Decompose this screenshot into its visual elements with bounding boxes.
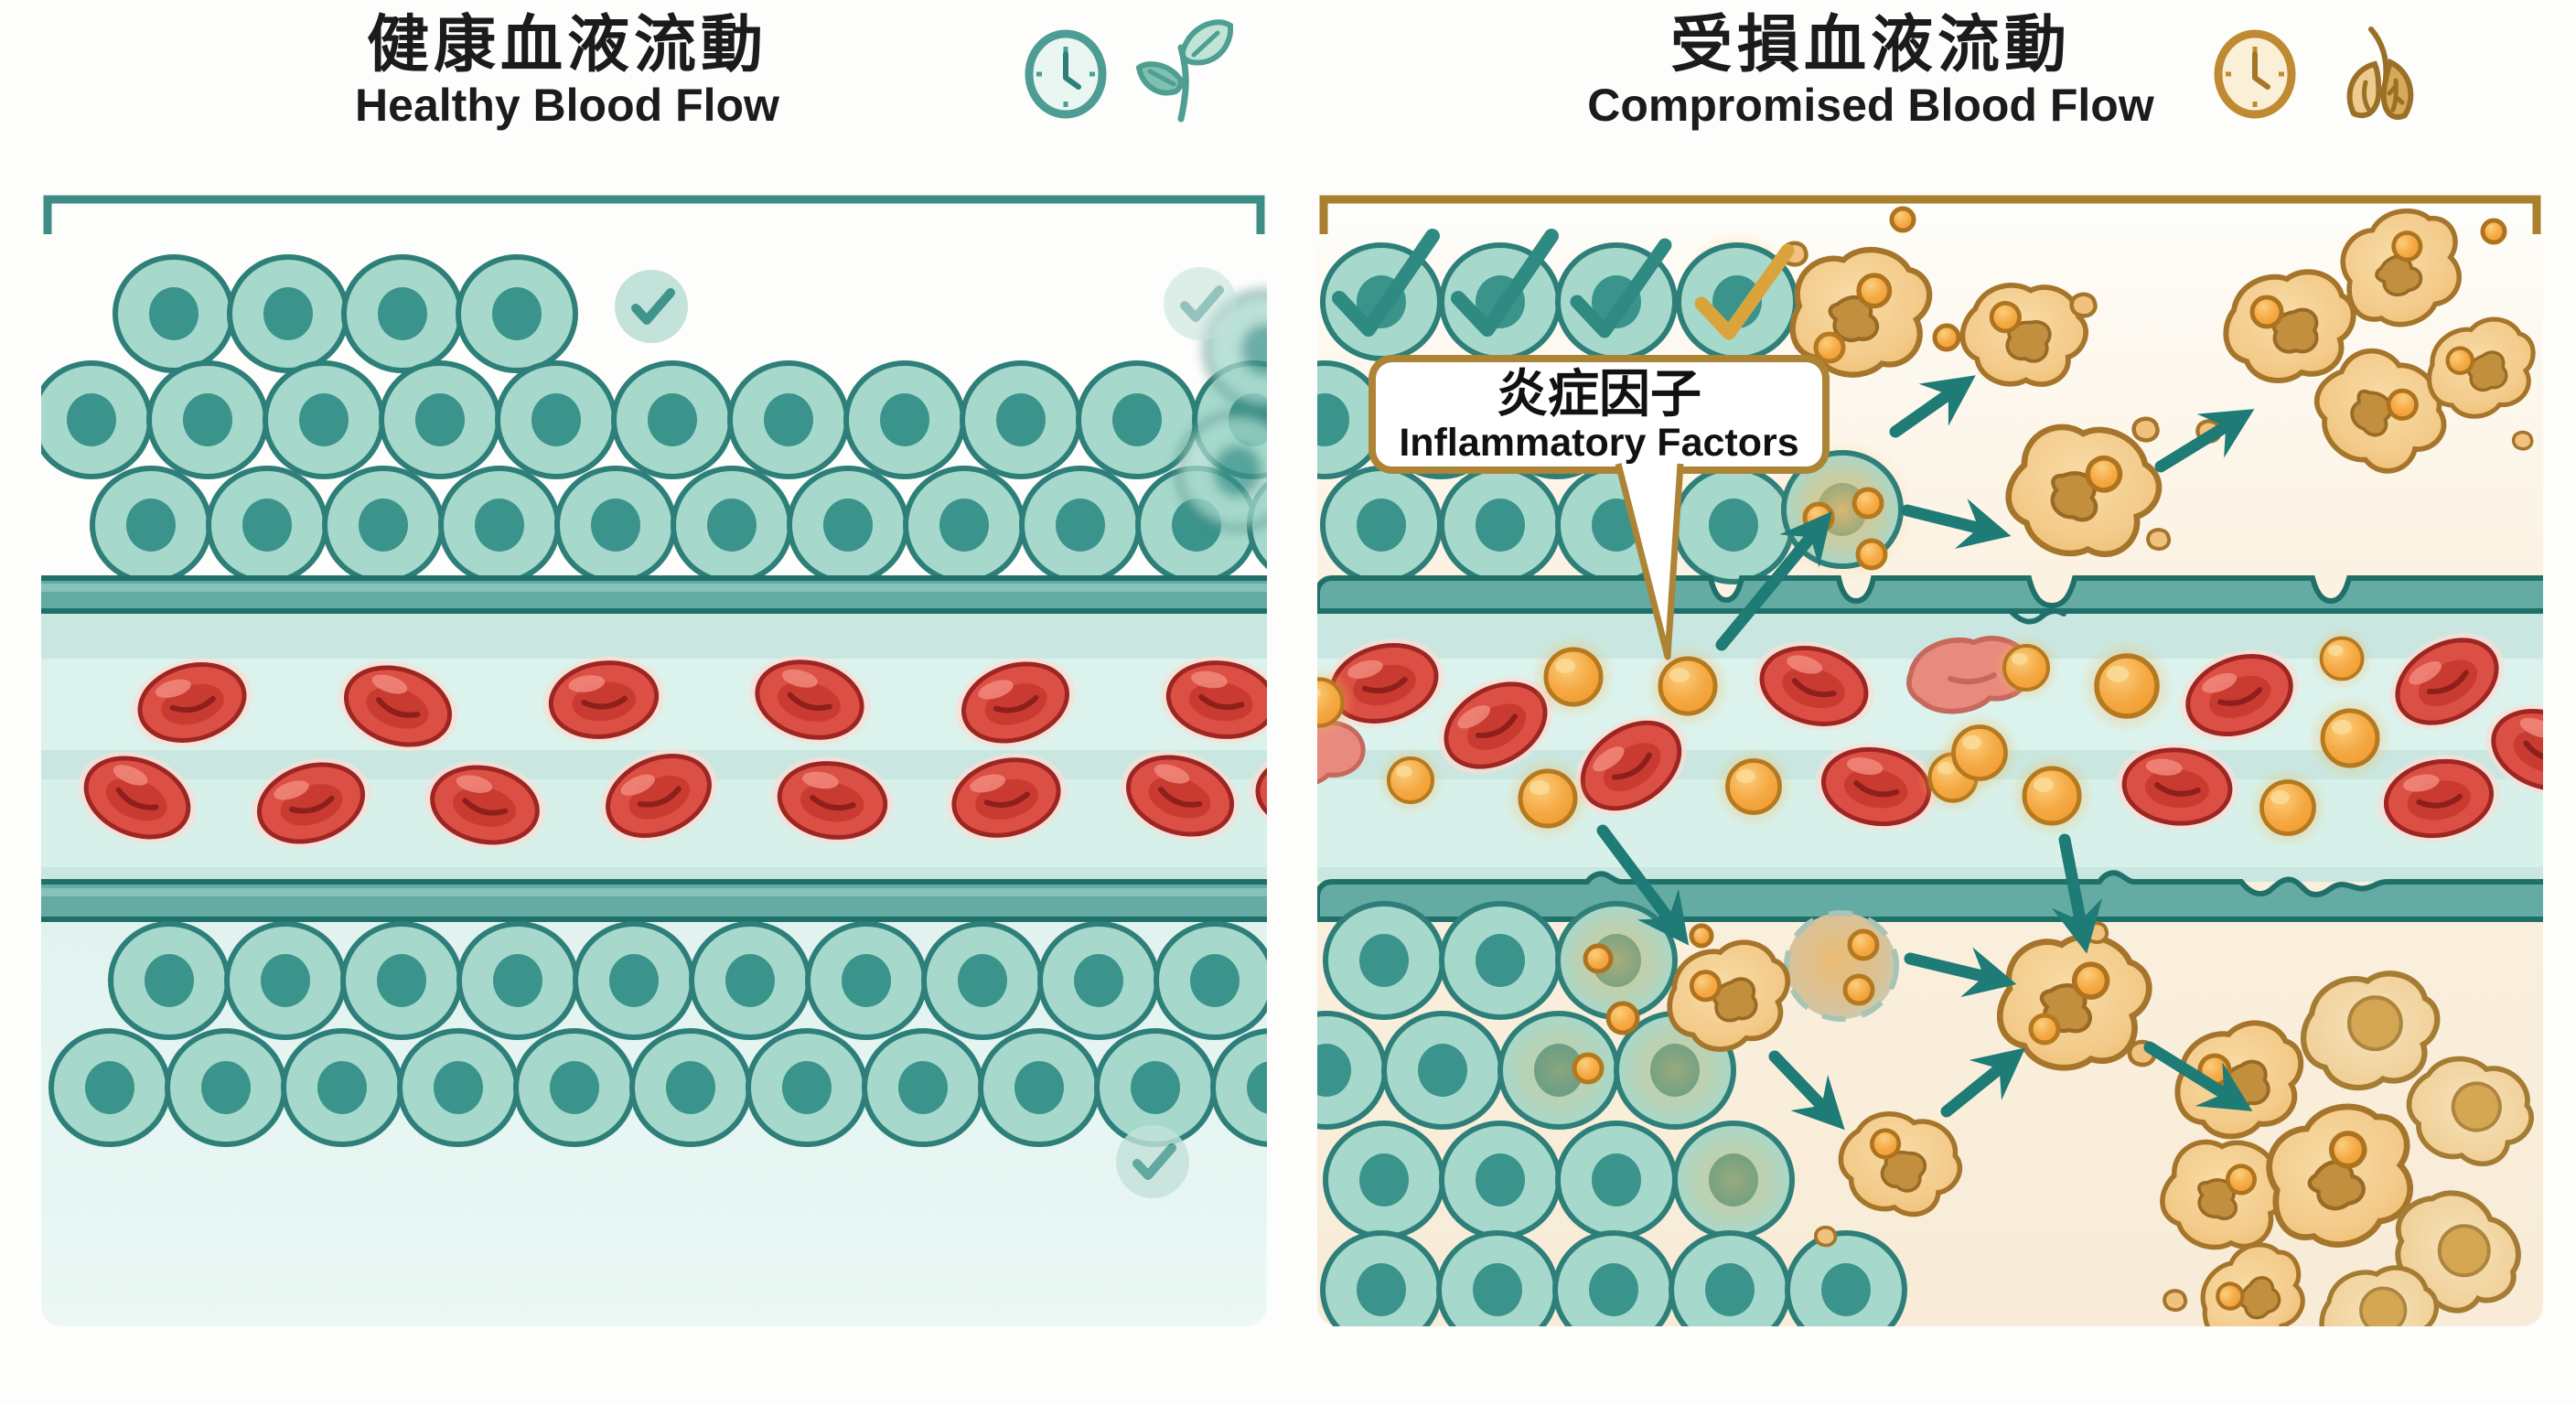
damaged-cells-bottom xyxy=(1662,910,2543,1326)
healthy-bracket xyxy=(43,195,1265,234)
wilted-leaf-icon xyxy=(2328,18,2429,128)
healthy-panel-figure xyxy=(41,195,1267,1326)
compromised-bracket xyxy=(1319,195,2541,234)
healthy-title-en: Healthy Blood Flow xyxy=(355,79,779,131)
failing-checkmark xyxy=(1694,243,1795,340)
migration-arrows xyxy=(1596,375,2255,1131)
compromised-panel-figure: 炎症因子 Inflammatory Factors xyxy=(1317,110,2543,1326)
bubble-label-en: Inflammatory Factors xyxy=(1399,421,1798,465)
compromised-panel: 炎症因子 Inflammatory Factors xyxy=(1317,110,2543,1326)
damaged-cell-cluster-top xyxy=(2197,196,2543,495)
damaged-wall-top xyxy=(1317,575,2543,614)
healthy-panel xyxy=(41,110,1267,1326)
damaged-cells-top xyxy=(1783,196,2543,575)
vessel-wall-top xyxy=(41,575,1267,614)
healthy-vessel xyxy=(41,575,1267,922)
healthy-title-block: 健康血液流動 Healthy Blood Flow xyxy=(110,13,1025,129)
bubble-label-zh: 炎症因子 xyxy=(1497,365,1701,423)
healthy-title-zh: 健康血液流動 xyxy=(366,10,767,80)
vessel-wall-bottom xyxy=(41,879,1267,922)
healthy-lower-tissue-cells xyxy=(51,924,1267,1144)
clock-warning-icon xyxy=(2209,24,2301,124)
clock-icon xyxy=(1020,24,1111,124)
compromised-title-block: 受損血液流動 Compromised Blood Flow xyxy=(1413,13,2328,129)
bubble-tail xyxy=(1615,463,1684,660)
dying-cell-dashed xyxy=(1784,910,1899,1022)
sprout-icon xyxy=(1132,18,1233,124)
compromised-checkmarks xyxy=(1332,229,1795,340)
compromised-title-zh: 受損血液流動 xyxy=(1669,10,2071,80)
inflammatory-label-bubble: 炎症因子 Inflammatory Factors xyxy=(1368,355,1830,660)
compromised-title-en: Compromised Blood Flow xyxy=(1587,79,2154,131)
